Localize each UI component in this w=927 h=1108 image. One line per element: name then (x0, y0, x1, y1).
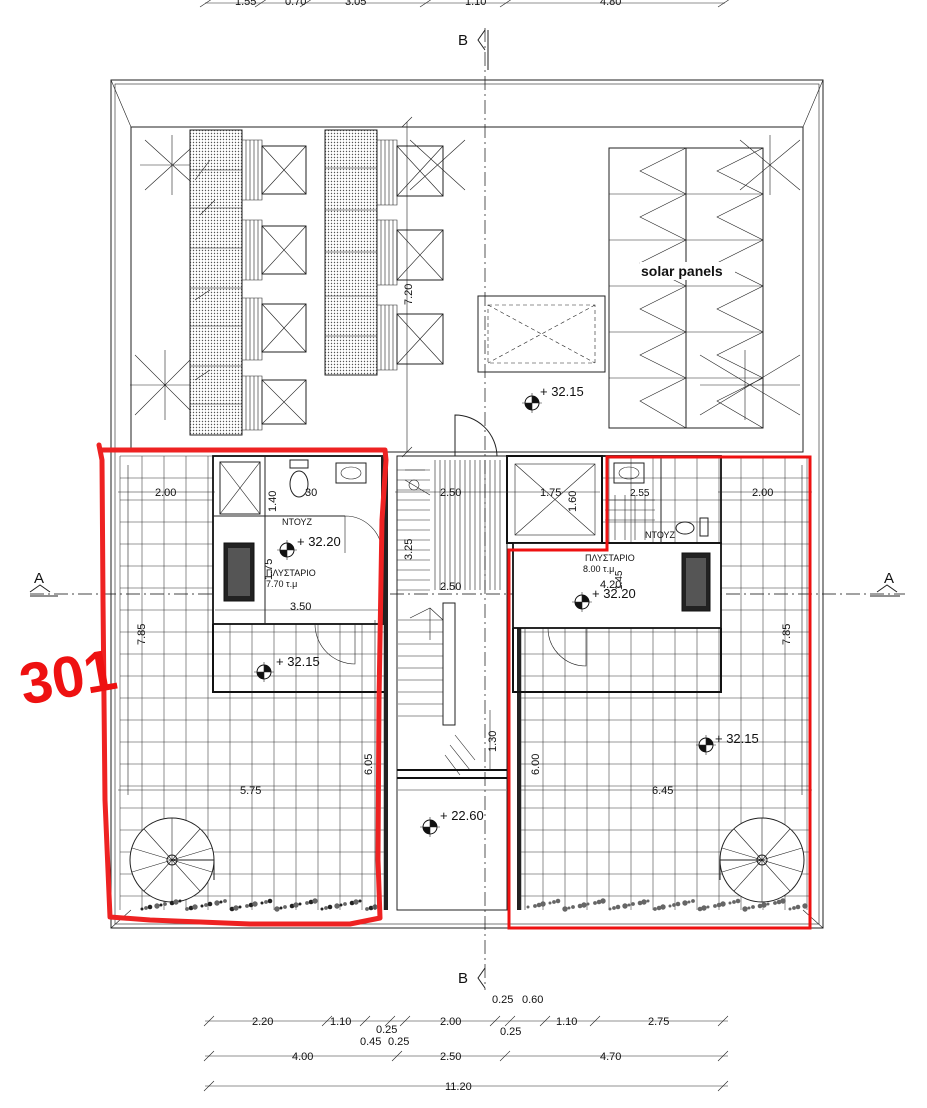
svg-text:+ 32.15: + 32.15 (276, 654, 320, 669)
svg-text:6.05: 6.05 (363, 754, 375, 775)
plan-dimensions: 2.00 1.40 30 2.50 1.75 1.60 2.55 2.00 3.… (118, 465, 812, 910)
svg-text:B: B (458, 970, 468, 987)
svg-text:B: B (458, 32, 468, 49)
svg-text:3.50: 3.50 (290, 601, 311, 613)
svg-text:2.00: 2.00 (752, 487, 773, 499)
section-marker-b-bottom: B (458, 967, 486, 989)
svg-text:A: A (884, 570, 894, 587)
svg-text:11.20: 11.20 (445, 1081, 472, 1093)
dim-7-20: 7.20 (401, 116, 415, 458)
storage-left-label: ΠΛΥΣΤΑΡΙΟ (266, 568, 316, 578)
svg-text:+ 32.15: + 32.15 (715, 731, 759, 746)
svg-text:0.25: 0.25 (388, 1036, 409, 1048)
svg-text:1.10: 1.10 (330, 1016, 351, 1028)
svg-text:6.00: 6.00 (530, 754, 542, 775)
svg-text:1.45: 1.45 (614, 570, 625, 590)
svg-text:2.50: 2.50 (440, 581, 461, 593)
svg-text:4.00: 4.00 (292, 1051, 313, 1063)
svg-text:0.45: 0.45 (360, 1036, 381, 1048)
top-dim-4: 4.80 (600, 0, 621, 8)
solar-water-heaters-left (189, 129, 307, 436)
svg-text:1.10: 1.10 (556, 1016, 577, 1028)
skylight (477, 295, 606, 373)
top-dim-0: 1.55 (235, 0, 256, 8)
section-marker-a-left: A (29, 570, 58, 597)
spiral-stair-right (719, 817, 805, 903)
solar-panels: solar panels (608, 147, 764, 429)
svg-text:+ 32.20: + 32.20 (297, 534, 341, 549)
roof-parapet (130, 126, 804, 453)
level-right-storage: + 32.20 (572, 586, 636, 612)
section-marker-a-right: A (870, 570, 900, 597)
level-left-storage: + 32.20 (277, 534, 341, 560)
planter-shrubs (140, 898, 808, 912)
svg-text:7.85: 7.85 (136, 624, 148, 645)
top-dimension-line: 1.55 0.70 3.05 1.10 4.80 (199, 0, 730, 8)
stair-core (384, 414, 521, 911)
top-dim-3: 1.10 (465, 0, 486, 8)
svg-text:0.25: 0.25 (500, 1026, 521, 1038)
svg-text:2.00: 2.00 (440, 1016, 461, 1028)
svg-text:5.75: 5.75 (240, 785, 261, 797)
shower-right-label: ΝΤΟΥΖ (645, 530, 676, 540)
top-dim-2: 3.05 (345, 0, 366, 8)
red-outline-left-unit (96, 442, 389, 927)
solar-water-heaters-middle (324, 129, 444, 376)
svg-text:1.40: 1.40 (267, 491, 279, 512)
svg-text:2.20: 2.20 (252, 1016, 273, 1028)
svg-text:2.00: 2.00 (155, 487, 176, 499)
svg-text:0.25: 0.25 (376, 1024, 397, 1036)
shower-left-label: ΝΤΟΥΖ (282, 517, 313, 527)
outer-outline-inner (114, 83, 820, 925)
right-storage-block: ΠΛΥΣΤΑΡΙΟ 8.00 τ.μ ΝΤΟΥΖ (506, 455, 722, 693)
spiral-stair-left (129, 817, 215, 903)
svg-text:4.70: 4.70 (600, 1051, 621, 1063)
svg-text:3.25: 3.25 (403, 539, 415, 560)
red-outline-right-unit (507, 455, 812, 930)
svg-text:0.60: 0.60 (522, 994, 543, 1006)
svg-text:1.60: 1.60 (567, 491, 579, 512)
svg-text:+ 22.60: + 22.60 (440, 808, 484, 823)
corner-lines (110, 79, 824, 929)
storage-left-area: 7.70 τ.μ (266, 579, 297, 589)
svg-text:0.25: 0.25 (492, 994, 513, 1006)
svg-text:2.55: 2.55 (630, 488, 650, 499)
svg-text:A: A (34, 570, 44, 587)
storage-right-area: 8.00 τ.μ (583, 564, 614, 574)
svg-text:1.75: 1.75 (540, 487, 561, 499)
svg-text:+ 32.20: + 32.20 (592, 586, 636, 601)
svg-text:4.20: 4.20 (600, 579, 621, 591)
level-roof-top: + 32.15 (522, 384, 584, 413)
svg-text:1.75: 1.75 (263, 559, 275, 580)
level-right-terrace: + 32.15 (696, 731, 759, 755)
level-left-terrace: + 32.15 (254, 654, 320, 682)
solar-panels-label: solar panels (641, 263, 723, 279)
top-dim-1: 0.70 (285, 0, 306, 8)
section-marker-b-top: B (458, 29, 489, 70)
outer-roof-outline (110, 79, 824, 929)
svg-text:2.50: 2.50 (440, 1051, 461, 1063)
svg-text:2.75: 2.75 (648, 1016, 669, 1028)
svg-text:1.30: 1.30 (487, 731, 499, 752)
svg-text:7.20: 7.20 (403, 284, 415, 305)
svg-text:6.45: 6.45 (652, 785, 673, 797)
svg-text:30: 30 (305, 487, 317, 499)
level-stair-landing: + 22.60 (420, 808, 484, 837)
storage-right-label: ΠΛΥΣΤΑΡΙΟ (585, 553, 635, 563)
bottom-dimension-lines: 0.25 0.60 2.20 1.10 0.25 2.00 0.25 1.10 … (203, 994, 729, 1093)
svg-text:2.50: 2.50 (440, 487, 461, 499)
svg-text:7.85: 7.85 (781, 624, 793, 645)
svg-text:+ 32.15: + 32.15 (540, 384, 584, 399)
